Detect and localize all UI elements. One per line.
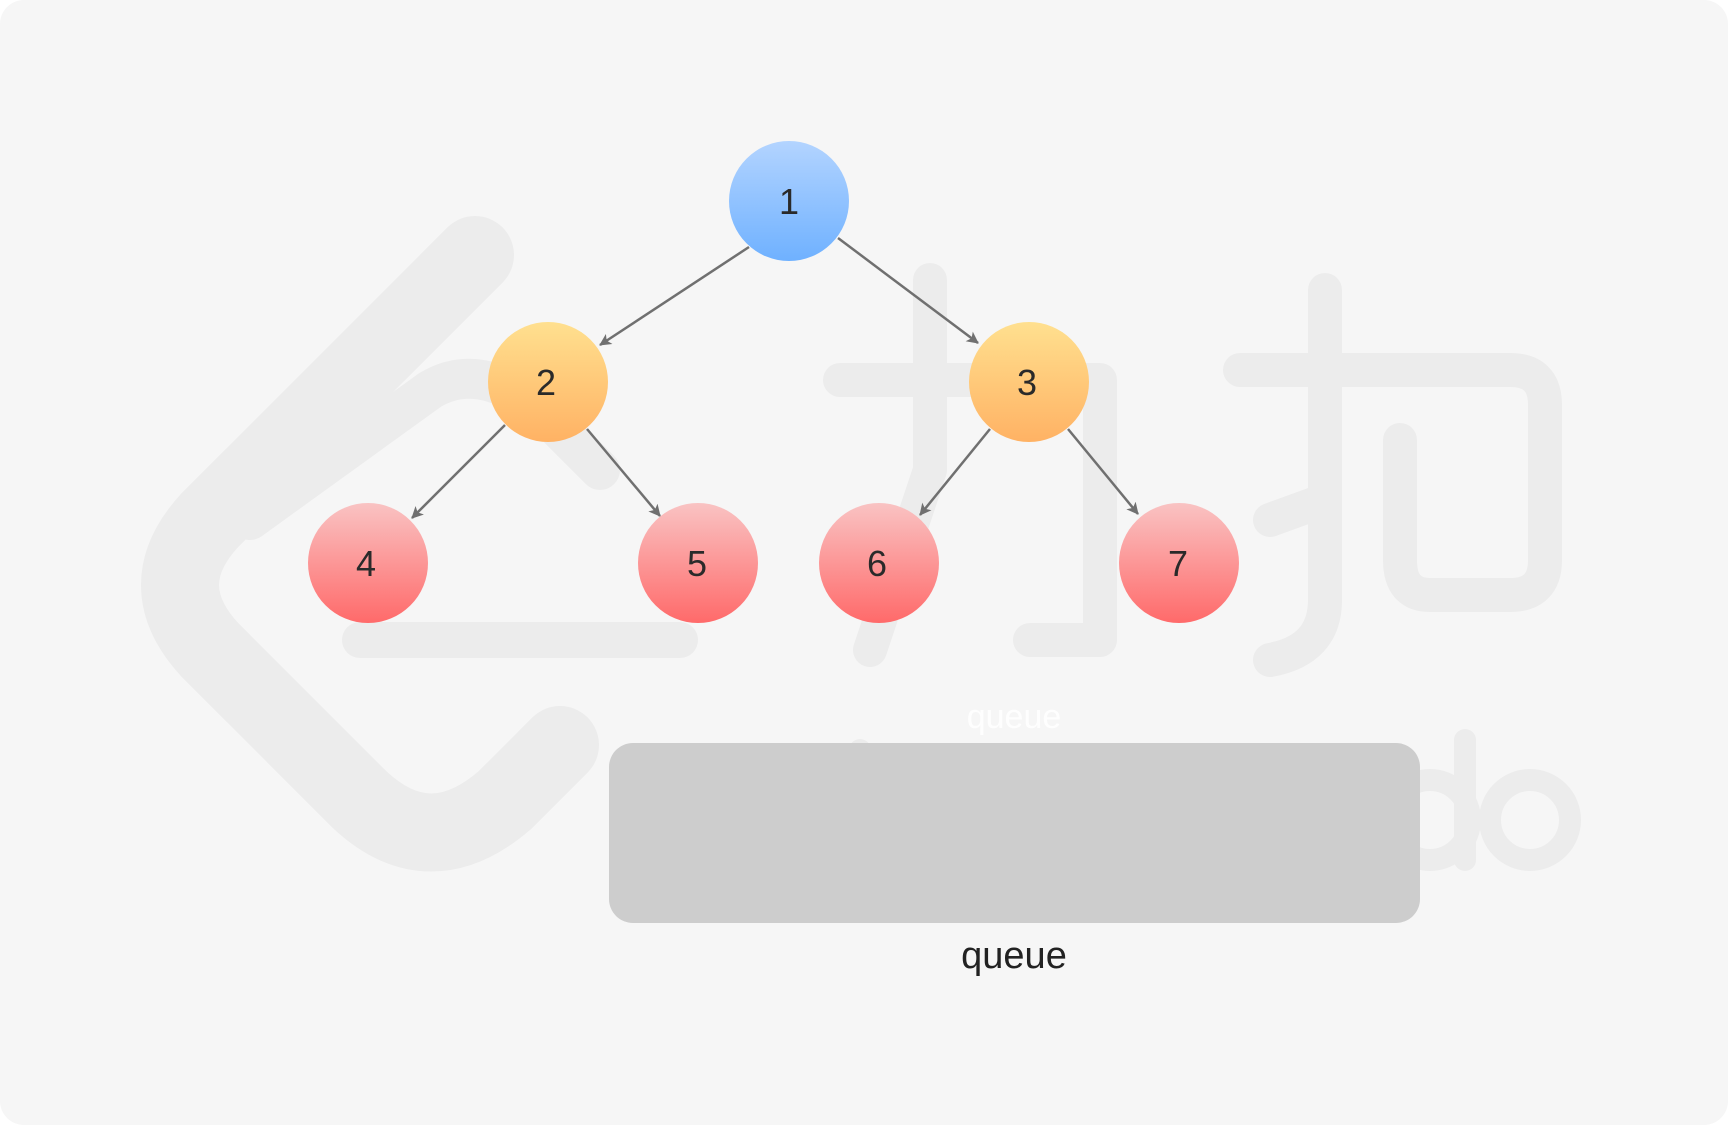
edge-2-5: [586, 428, 661, 517]
tree-node-4: 4: [308, 503, 428, 623]
tree-node-2: 2: [488, 322, 608, 442]
node-label: 3: [1017, 362, 1037, 403]
tree-node-7: 7: [1119, 503, 1239, 623]
node-label: 5: [687, 543, 707, 584]
edge-2-4: [411, 424, 506, 519]
edge-1-3: [837, 237, 979, 344]
tree-node-6: 6: [819, 503, 939, 623]
edge-1-2: [599, 245, 750, 347]
tree-node-1: 1: [729, 141, 849, 261]
edge-3-6: [919, 428, 991, 516]
tree-node-3: 3: [969, 322, 1089, 442]
node-label: 7: [1168, 543, 1188, 584]
node-label: 1: [779, 181, 799, 222]
tree-node-5: 5: [638, 503, 758, 623]
queue-box: [609, 743, 1420, 923]
queue-caption: queue: [961, 935, 1067, 977]
edge-3-7: [1067, 428, 1139, 515]
tree-edges: [411, 237, 1139, 519]
node-label: 2: [536, 362, 556, 403]
node-label: 4: [356, 543, 376, 584]
node-label: 6: [867, 543, 887, 584]
queue-faint-label: queue: [967, 698, 1062, 736]
